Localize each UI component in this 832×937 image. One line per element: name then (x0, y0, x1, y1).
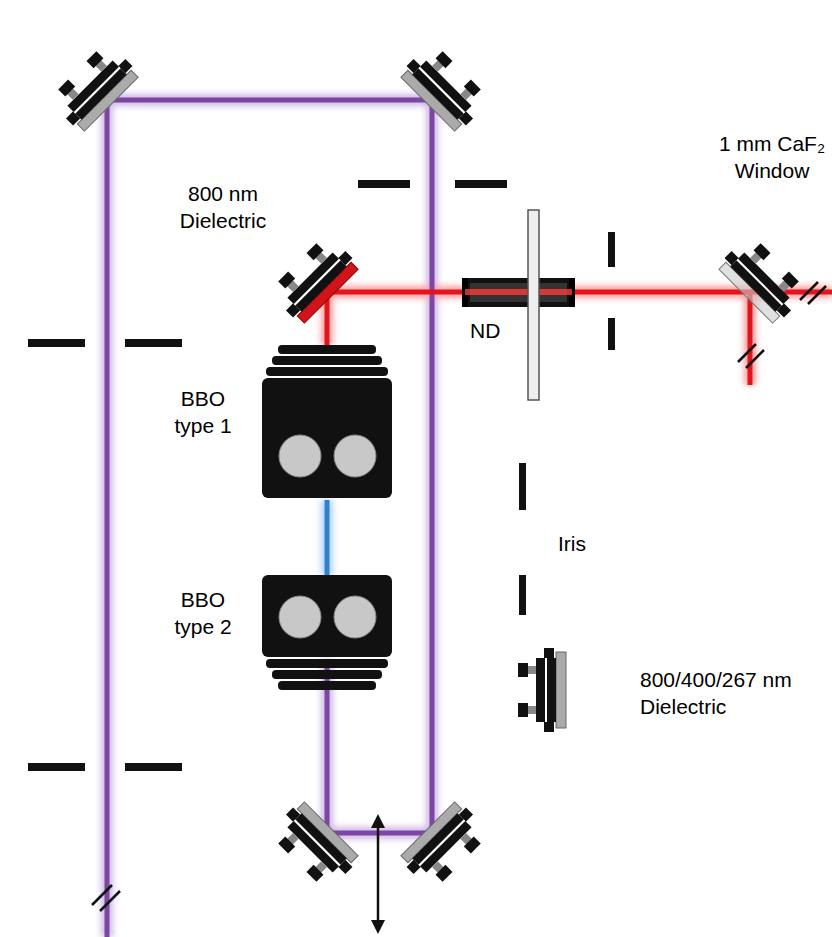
bbo-crystal-mount (262, 575, 392, 690)
nd-filter (462, 210, 575, 400)
break-mark (92, 282, 826, 911)
iris (28, 180, 615, 771)
mirror-label: 800 nm Dielectric (165, 180, 281, 234)
crystal-label: BBO type 1 (160, 385, 246, 439)
beam-glow (107, 100, 832, 937)
bbo-crystal-mount (262, 345, 392, 498)
mirror-label: 800/400/267 nm Dielectric (640, 666, 820, 720)
iris-label: Iris (558, 530, 618, 557)
laser-beam (107, 100, 832, 937)
mirror-mount (48, 41, 810, 893)
crystal-label: BBO type 2 (160, 586, 246, 640)
filter-label: ND (470, 317, 520, 344)
window-label: 1 mm CaF₂ Window (718, 130, 826, 184)
translation-arrow (371, 814, 385, 934)
